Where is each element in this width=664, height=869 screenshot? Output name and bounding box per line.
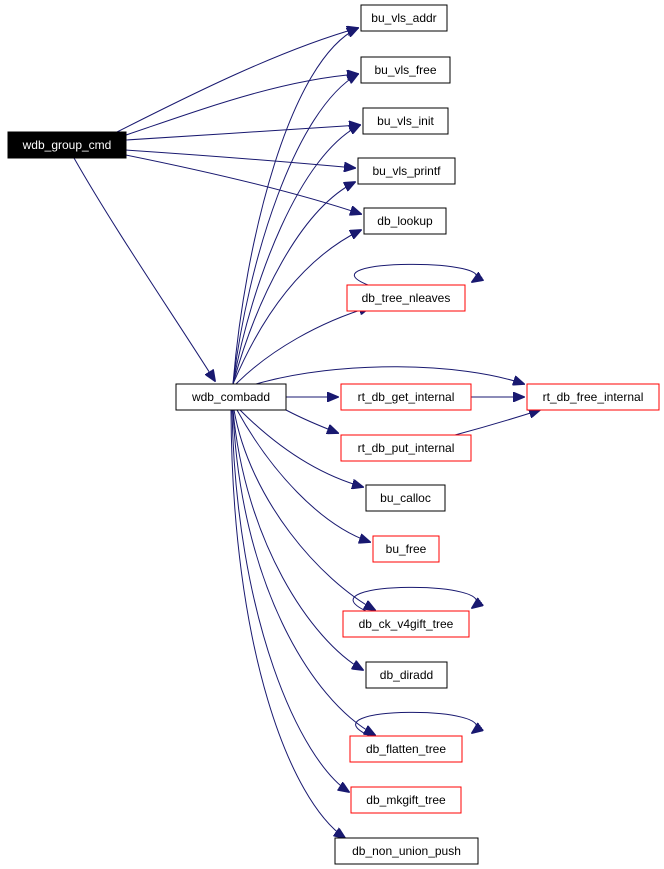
node-db_tree_nleaves[interactable]: db_tree_nleaves [346,284,466,312]
edge-wdb_combadd-to-bu_vls_printf [232,182,355,385]
node-db_diradd[interactable]: db_diradd [365,661,448,689]
edge-wdb_combadd-to-db_flatten_tree [232,409,375,735]
node-box-db_non_union_push[interactable] [334,837,479,865]
edge-wdb_combadd-to-db_mkgift_tree [231,409,349,792]
edge-db_flatten_tree-to-db_flatten_tree [355,711,477,737]
node-label-db_mkgift_tree: db_mkgift_tree [366,793,446,807]
node-label-db_non_union_push: db_non_union_push [352,844,461,858]
node-rt_db_put_internal[interactable]: rt_db_put_internal [340,434,472,462]
node-box-bu_calloc[interactable] [365,484,446,512]
node-label-bu_vls_printf: bu_vls_printf [372,164,441,178]
edge-wdb_group_cmd-to-db_lookup [125,154,361,214]
edge-db_tree_nleaves-to-db_tree_nleaves [354,263,476,286]
node-rt_db_free_internal[interactable]: rt_db_free_internal [526,383,660,411]
edge-wdb_combadd-to-db_lookup [232,230,361,385]
node-box-bu_vls_init[interactable] [362,107,449,135]
node-wdb_group_cmd[interactable]: wdb_group_cmd [7,131,127,159]
node-bu_vls_free[interactable]: bu_vls_free [360,56,451,84]
node-box-db_mkgift_tree[interactable] [350,786,462,814]
node-box-bu_vls_free[interactable] [360,56,451,84]
node-label-db_ck_v4gift_tree: db_ck_v4gift_tree [359,617,454,631]
node-box-rt_db_free_internal[interactable] [526,383,660,411]
node-label-db_diradd: db_diradd [380,668,433,682]
node-label-wdb_combadd: wdb_combadd [191,390,270,404]
node-label-bu_vls_free: bu_vls_free [374,63,436,77]
node-box-db_lookup[interactable] [363,207,447,235]
edge-db_ck_v4gift_tree-to-db_ck_v4gift_tree [352,586,477,612]
edge-wdb_group_cmd-to-bu_vls_addr [116,28,358,133]
node-db_flatten_tree[interactable]: db_flatten_tree [349,735,463,763]
edge-wdb_combadd-to-db_non_union_push [230,409,345,838]
edge-wdb_combadd-to-rt_db_put_internal [285,409,338,433]
node-box-rt_db_get_internal[interactable] [340,383,472,411]
node-bu_calloc[interactable]: bu_calloc [365,484,446,512]
node-box-rt_db_put_internal[interactable] [340,434,472,462]
node-box-bu_vls_addr[interactable] [360,4,448,32]
node-label-db_lookup: db_lookup [377,214,433,228]
node-label-rt_db_put_internal: rt_db_put_internal [358,441,455,455]
node-box-wdb_group_cmd[interactable] [7,131,127,159]
node-label-bu_vls_addr: bu_vls_addr [371,11,436,25]
node-label-db_tree_nleaves: db_tree_nleaves [362,291,451,305]
node-wdb_combadd[interactable]: wdb_combadd [175,383,287,411]
edge-wdb_combadd-to-bu_vls_init [232,125,360,385]
node-box-db_tree_nleaves[interactable] [346,284,466,312]
node-rt_db_get_internal[interactable]: rt_db_get_internal [340,383,472,411]
nodes-layer: wdb_group_cmd bu_vls_addr bu_vls_free bu_vl… [7,4,660,865]
node-box-bu_vls_printf[interactable] [357,157,456,185]
edge-rt_db_put_internal-to-rt_db_free_internal [454,410,540,436]
node-db_mkgift_tree[interactable]: db_mkgift_tree [350,786,462,814]
node-label-rt_db_get_internal: rt_db_get_internal [358,390,455,404]
edge-wdb_combadd-to-rt_db_free_internal [255,366,524,384]
edge-wdb_group_cmd-to-bu_vls_free [125,74,358,136]
edge-wdb_combadd-to-bu_vls_free [232,74,358,385]
edge-wdb_combadd-to-bu_calloc [239,409,363,487]
edge-wdb_combadd-to-db_diradd [232,409,363,670]
node-label-bu_calloc: bu_calloc [380,491,431,505]
node-label-wdb_group_cmd: wdb_group_cmd [22,138,112,152]
node-db_ck_v4gift_tree[interactable]: db_ck_v4gift_tree [342,610,470,638]
node-bu_vls_addr[interactable]: bu_vls_addr [360,4,448,32]
node-box-db_ck_v4gift_tree[interactable] [342,610,470,638]
node-label-bu_vls_init: bu_vls_init [377,114,434,128]
node-box-bu_free[interactable] [372,535,440,563]
edge-wdb_combadd-to-bu_vls_addr [232,28,358,385]
node-box-wdb_combadd[interactable] [175,383,287,411]
node-label-db_flatten_tree: db_flatten_tree [366,742,446,756]
edge-wdb_group_cmd-to-bu_vls_init [125,125,360,141]
edge-wdb_combadd-to-db_ck_v4gift_tree [233,409,375,610]
node-bu_vls_printf[interactable]: bu_vls_printf [357,157,456,185]
node-bu_free[interactable]: bu_free [372,535,440,563]
edge-wdb_group_cmd-to-bu_vls_printf [125,149,355,168]
node-db_non_union_push[interactable]: db_non_union_push [334,837,479,865]
node-bu_vls_init[interactable]: bu_vls_init [362,107,449,135]
node-label-rt_db_free_internal: rt_db_free_internal [543,390,644,404]
node-db_lookup[interactable]: db_lookup [363,207,447,235]
edge-wdb_combadd-to-db_tree_nleaves [235,307,370,385]
edge-wdb_combadd-to-bu_free [236,409,370,542]
node-label-bu_free: bu_free [386,542,427,556]
edges-layer [73,28,540,838]
node-box-db_diradd[interactable] [365,661,448,689]
node-box-db_flatten_tree[interactable] [349,735,463,763]
edge-wdb_group_cmd-to-wdb_combadd [73,157,215,381]
